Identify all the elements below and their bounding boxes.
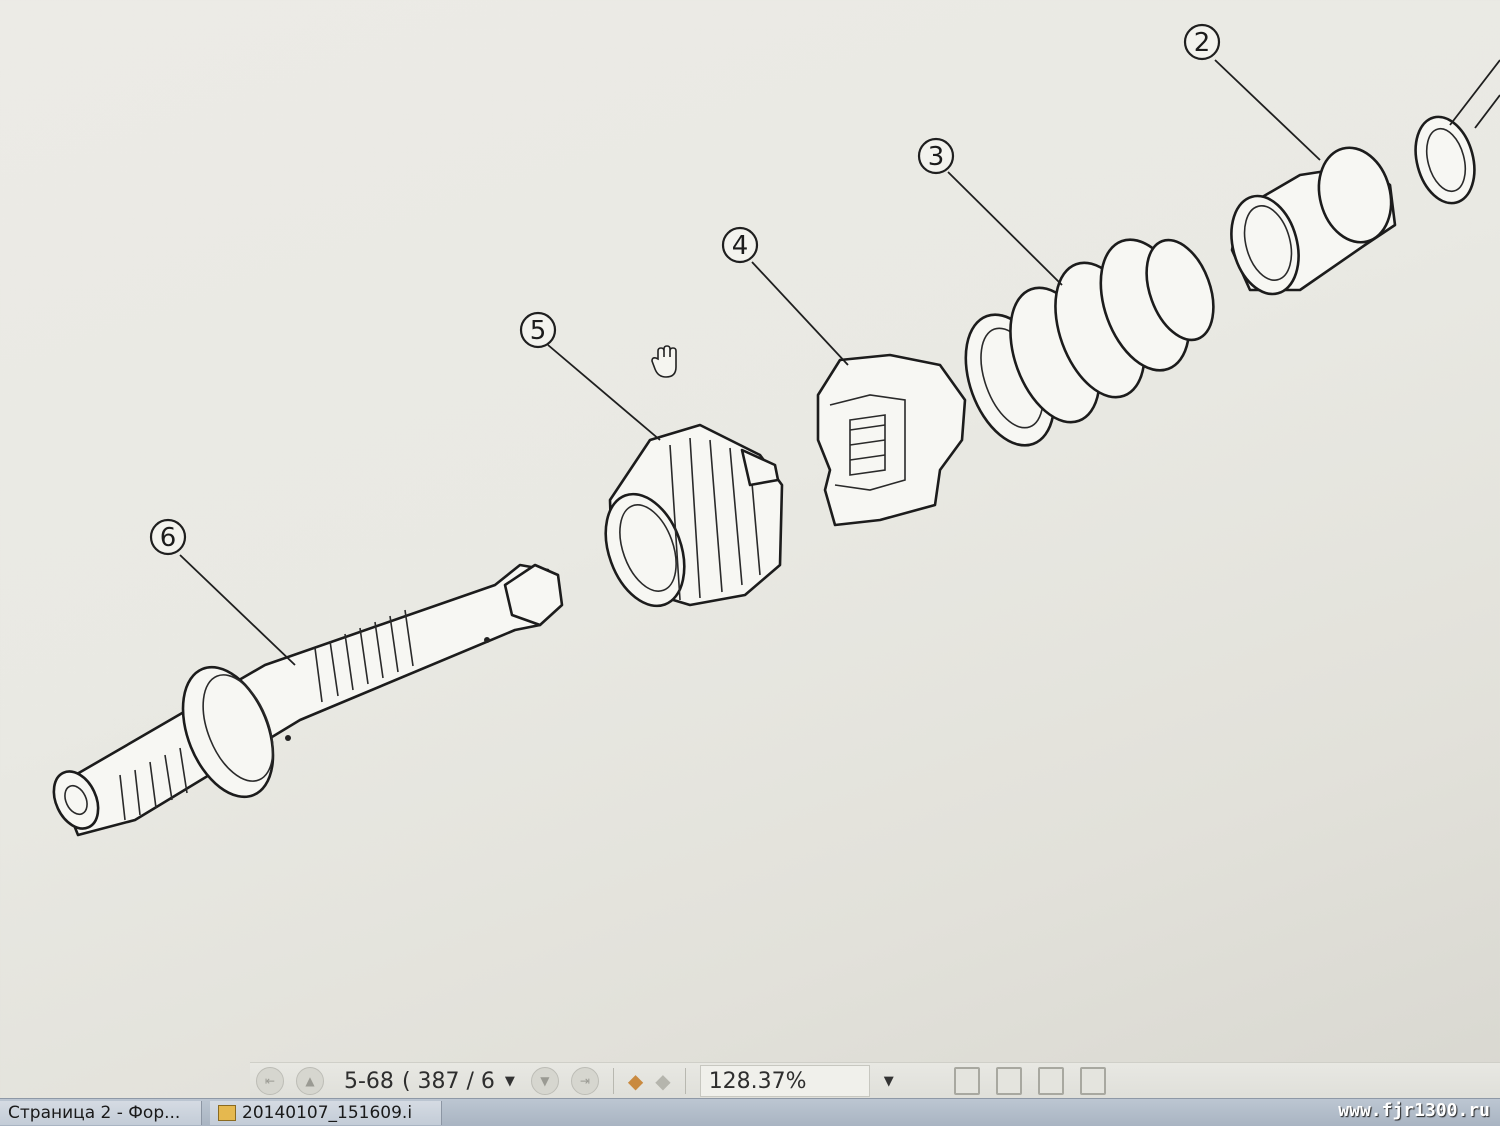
svg-text:2: 2 xyxy=(1194,28,1211,58)
part-6-shaft xyxy=(52,563,564,837)
taskbar: Страница 2 - Фор... 20140107_151609.i xyxy=(0,1098,1500,1126)
leader-line-4 xyxy=(751,261,849,366)
folder-icon xyxy=(218,1104,236,1121)
taskbar-item-document-label: Страница 2 - Фор... xyxy=(8,1102,181,1123)
taskbar-item-document[interactable]: Страница 2 - Фор... xyxy=(0,1100,202,1125)
back-icon[interactable]: ◆ xyxy=(627,1069,644,1093)
zoom-dropdown-icon[interactable]: ▼ xyxy=(883,1073,894,1089)
leader-line-6 xyxy=(179,554,296,666)
part-1-circlip xyxy=(1414,59,1500,205)
part-5-gear xyxy=(604,423,784,608)
leader-line-2 xyxy=(1214,59,1321,161)
toolbar-divider xyxy=(684,1068,686,1094)
svg-text:3: 3 xyxy=(928,142,945,172)
single-page-icon[interactable] xyxy=(953,1067,980,1095)
page-label: 5-68 xyxy=(344,1068,394,1094)
last-page-icon[interactable]: ⇥ xyxy=(570,1067,599,1095)
forward-icon[interactable]: ◆ xyxy=(655,1069,671,1093)
callout-3: 3 xyxy=(917,137,955,175)
part-4-clutch xyxy=(816,353,967,527)
svg-text:4: 4 xyxy=(732,231,749,261)
zoom-value: 128.37% xyxy=(708,1068,807,1094)
taskbar-item-image-label: 20140107_151609.i xyxy=(242,1102,413,1123)
next-page-icon[interactable]: ▼ xyxy=(530,1067,559,1095)
callout-4: 4 xyxy=(721,226,759,264)
taskbar-item-image[interactable]: 20140107_151609.i xyxy=(210,1100,442,1125)
leader-line-5 xyxy=(547,344,661,441)
callout-2: 2 xyxy=(1183,23,1221,61)
part-3-spring xyxy=(964,238,1215,447)
zoom-field[interactable]: 128.37% xyxy=(699,1065,870,1097)
callout-6: 6 xyxy=(149,518,187,556)
hand-cursor-icon xyxy=(651,345,677,378)
prev-page-icon[interactable]: ▲ xyxy=(296,1067,324,1095)
page-dropdown-icon[interactable]: ▼ xyxy=(504,1073,515,1089)
first-page-icon[interactable]: ⇤ xyxy=(256,1067,284,1095)
leader-line-3 xyxy=(947,171,1063,286)
svg-text:6: 6 xyxy=(160,523,177,553)
toolbar-divider xyxy=(612,1068,614,1094)
exploded-parts-diagram: 2 3 4 5 6 xyxy=(52,23,1500,837)
two-up-icon[interactable] xyxy=(1079,1067,1106,1095)
continuous-icon[interactable] xyxy=(1037,1067,1064,1095)
svg-text:5: 5 xyxy=(530,316,547,346)
page-position[interactable]: ( 387 / 6 xyxy=(401,1068,495,1094)
viewer-toolbar: ⇤ ▲ 5-68 ( 387 / 6 ▼ ▼ ⇥ ◆ ◆ 128.37% ▼ xyxy=(250,1062,1500,1099)
facing-pages-icon[interactable] xyxy=(995,1067,1022,1095)
part-2-bushing xyxy=(1230,146,1397,296)
watermark: www.fjr1300.ru xyxy=(1338,1100,1490,1121)
callout-5: 5 xyxy=(519,311,557,349)
